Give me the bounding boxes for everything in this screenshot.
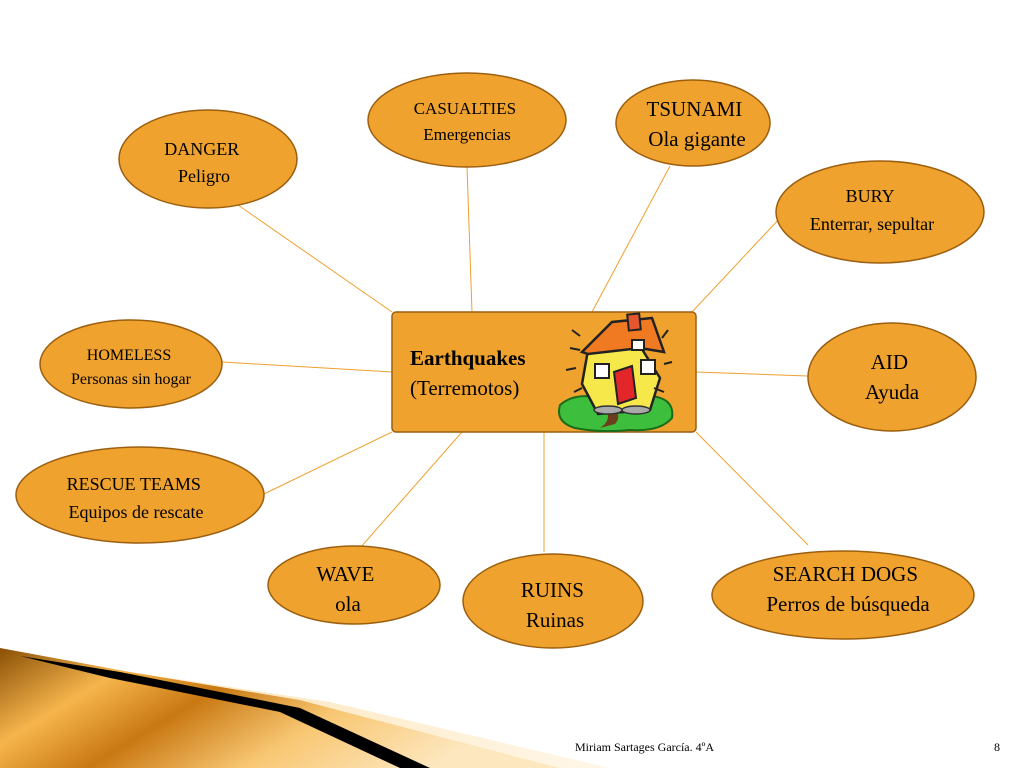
node-tsunami: TSUNAMI Ola gigante <box>615 79 771 167</box>
node-danger: DANGER Peligro <box>118 109 298 209</box>
connector-homeless <box>221 361 393 373</box>
node-homeless: HOMELESS Personas sin hogar <box>39 319 223 409</box>
connector-wave <box>359 431 463 549</box>
connector-rescue-teams <box>263 431 393 495</box>
node-wave: WAVE ola <box>267 545 441 625</box>
node-search-dogs: SEARCH DOGS Perros de búsqueda <box>711 550 975 640</box>
node-bury: BURY Enterrar, sepultar <box>775 160 985 264</box>
connector-bury <box>691 217 781 313</box>
connector-aid <box>695 371 809 377</box>
connector-lines <box>221 165 809 552</box>
node-aid: AID Ayuda <box>807 322 977 432</box>
node-ruins: RUINS Ruinas <box>462 553 644 649</box>
connector-danger <box>237 204 393 313</box>
footer-author: Miriam Sartages García. 4ºA <box>575 740 714 754</box>
central-topic: Earthquakes (Terremotos) <box>391 311 697 433</box>
connector-casualties <box>466 166 473 313</box>
node-casualties: CASUALTIES Emergencias <box>367 72 567 168</box>
corner-decoration <box>0 648 610 768</box>
node-rescue-teams: RESCUE TEAMS Equipos de rescate <box>15 446 265 544</box>
connector-tsunami <box>591 165 671 313</box>
shaking-house-icon <box>558 312 674 433</box>
slide-number: 8 <box>994 740 1000 754</box>
connector-search-dogs <box>695 431 809 546</box>
